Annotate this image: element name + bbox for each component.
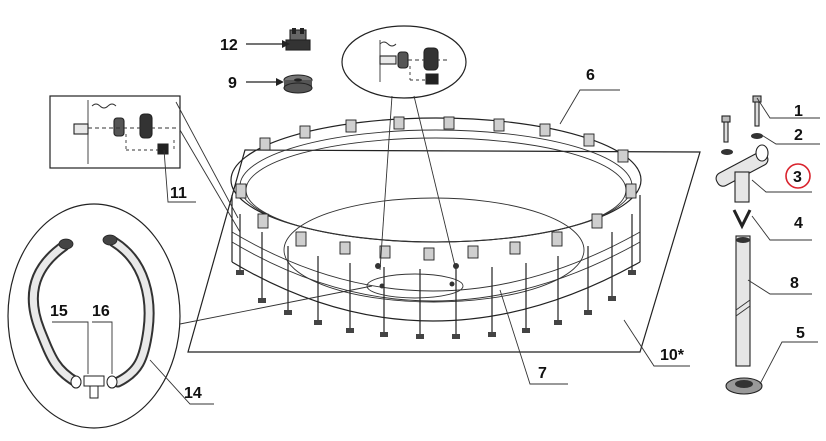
inlet-detail-callout: [341, 25, 467, 271]
label-part-4: 4: [794, 215, 803, 232]
highlight-ring-part-3: [785, 163, 811, 189]
outlet-detail-callout: [49, 95, 241, 233]
label-part-12: 12: [220, 37, 238, 54]
label-part-5: 5: [796, 325, 805, 342]
part-labels: 1 2 3 4 8 5 6 7 10* 11 12 9 14 15 16: [50, 37, 811, 402]
label-leaders: [149, 89, 820, 405]
label-part-2: 2: [794, 127, 803, 144]
part-12-plug: [246, 28, 311, 51]
part-9-washer: [246, 74, 313, 94]
part-1-pin-second: [721, 115, 731, 143]
part-4-v-clip: [732, 209, 752, 230]
label-part-8: 8: [790, 275, 799, 292]
pool-body: [230, 116, 642, 339]
hose-detail-callout: [7, 203, 373, 429]
label-part-16: 16: [92, 303, 110, 320]
label-part-6: 6: [586, 67, 595, 84]
label-part-15: 15: [50, 303, 68, 320]
part-1-pin: [752, 95, 762, 127]
label-part-1: 1: [794, 103, 803, 120]
label-part-7: 7: [538, 365, 547, 382]
part-8-leg: [735, 235, 751, 367]
ground-cloth: [187, 149, 701, 353]
label-part-14: 14: [184, 385, 202, 402]
label-part-3: 3: [793, 169, 802, 186]
label-part-9: 9: [228, 75, 237, 92]
label-part-11: 11: [170, 185, 187, 202]
part-3-t-joint: [715, 144, 769, 203]
label-part-10: 10*: [660, 347, 685, 364]
part-5-foot: [725, 377, 763, 395]
